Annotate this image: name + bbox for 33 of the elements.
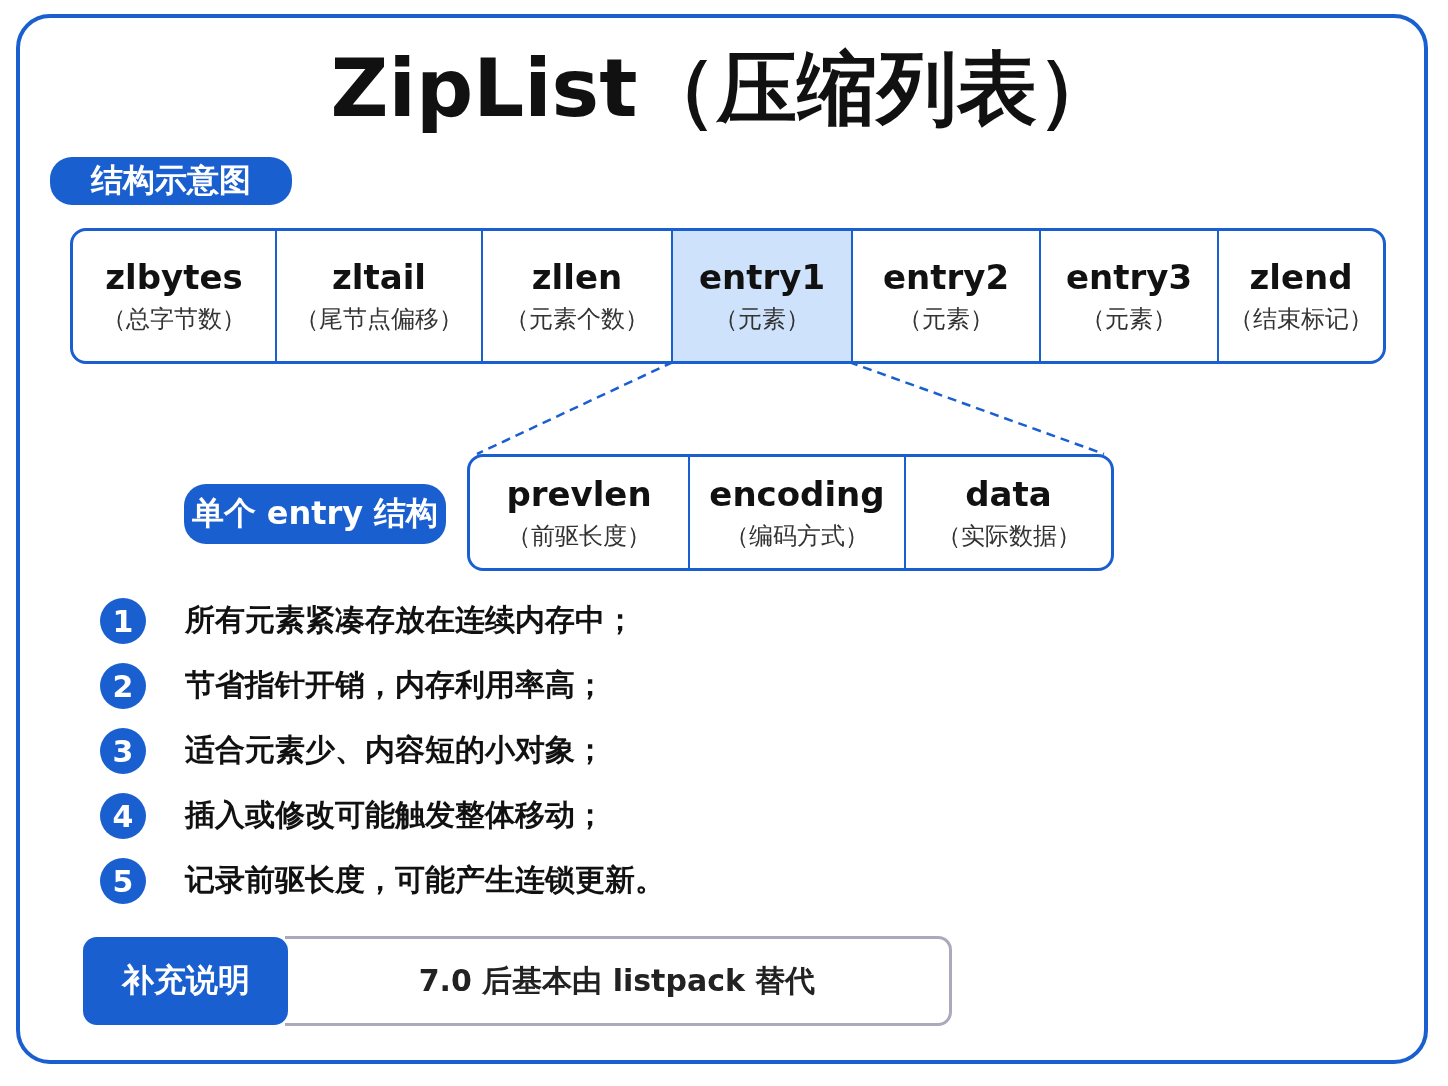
field-description: （结束标记）	[1229, 304, 1373, 335]
point-text: 插入或修改可能触发整体移动；	[185, 796, 605, 834]
field-description: （元素）	[898, 304, 994, 335]
label-pill: 补充说明	[83, 937, 288, 1025]
label-pill: 单个 entry 结构	[184, 484, 446, 544]
structure-box	[467, 454, 1114, 571]
field-name: zlend	[1249, 257, 1353, 297]
field-description: （元素）	[714, 304, 810, 335]
field-name: entry3	[1065, 257, 1193, 297]
field-name: entry2	[882, 257, 1010, 297]
field-name: zllen	[531, 257, 623, 297]
point-text: 适合元素少、内容短的小对象；	[185, 731, 605, 769]
field-description: （元素）	[1081, 304, 1177, 335]
field-name: zlbytes	[105, 257, 243, 297]
field-description: （编码方式）	[725, 520, 869, 552]
field-name: encoding	[709, 473, 885, 514]
field-description: （尾节点偏移）	[295, 304, 463, 335]
point-text: 记录前驱长度，可能产生连锁更新。	[185, 861, 665, 899]
field-description: （总字节数）	[102, 304, 246, 335]
note-box: 7.0 后基本由 listpack 替代	[285, 936, 952, 1026]
structure-box	[70, 228, 1386, 364]
title: ZipList（压缩列表）	[329, 41, 1119, 137]
field-name: entry1	[698, 257, 826, 297]
field-description: （元素个数）	[505, 304, 649, 335]
field-name: prevlen	[506, 473, 652, 514]
point-text: 节省指针开销，内存利用率高；	[185, 666, 605, 704]
field-cell	[671, 231, 851, 361]
field-description: （前驱长度）	[507, 520, 651, 552]
field-name: zltail	[332, 257, 426, 297]
field-name: data	[965, 473, 1052, 514]
point-text: 所有元素紧凑存放在连续内存中；	[185, 601, 635, 639]
field-description: （实际数据）	[936, 520, 1081, 552]
label-pill: 结构示意图	[50, 157, 292, 205]
